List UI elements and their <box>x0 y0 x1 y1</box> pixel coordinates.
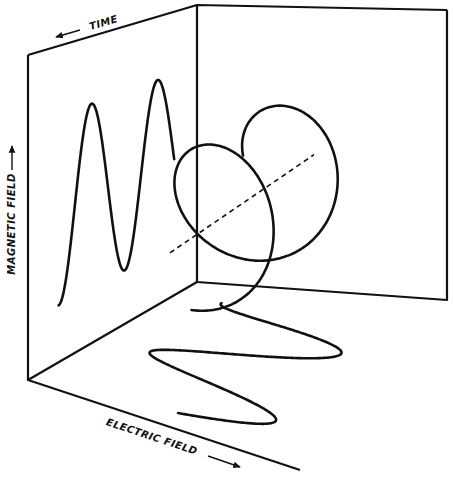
axis-arrow <box>208 456 240 467</box>
electric-wave <box>150 303 342 424</box>
axis-arrow <box>56 30 80 37</box>
time-axis <box>170 155 314 253</box>
helix-wave <box>174 106 337 311</box>
magnetic-wave <box>59 80 175 305</box>
box-edge <box>28 55 300 470</box>
axis-arrow <box>11 146 12 170</box>
axis-label: MAGNETIC FIELD <box>6 171 18 277</box>
box-edge <box>28 5 447 55</box>
time-label: TIME <box>86 13 121 34</box>
